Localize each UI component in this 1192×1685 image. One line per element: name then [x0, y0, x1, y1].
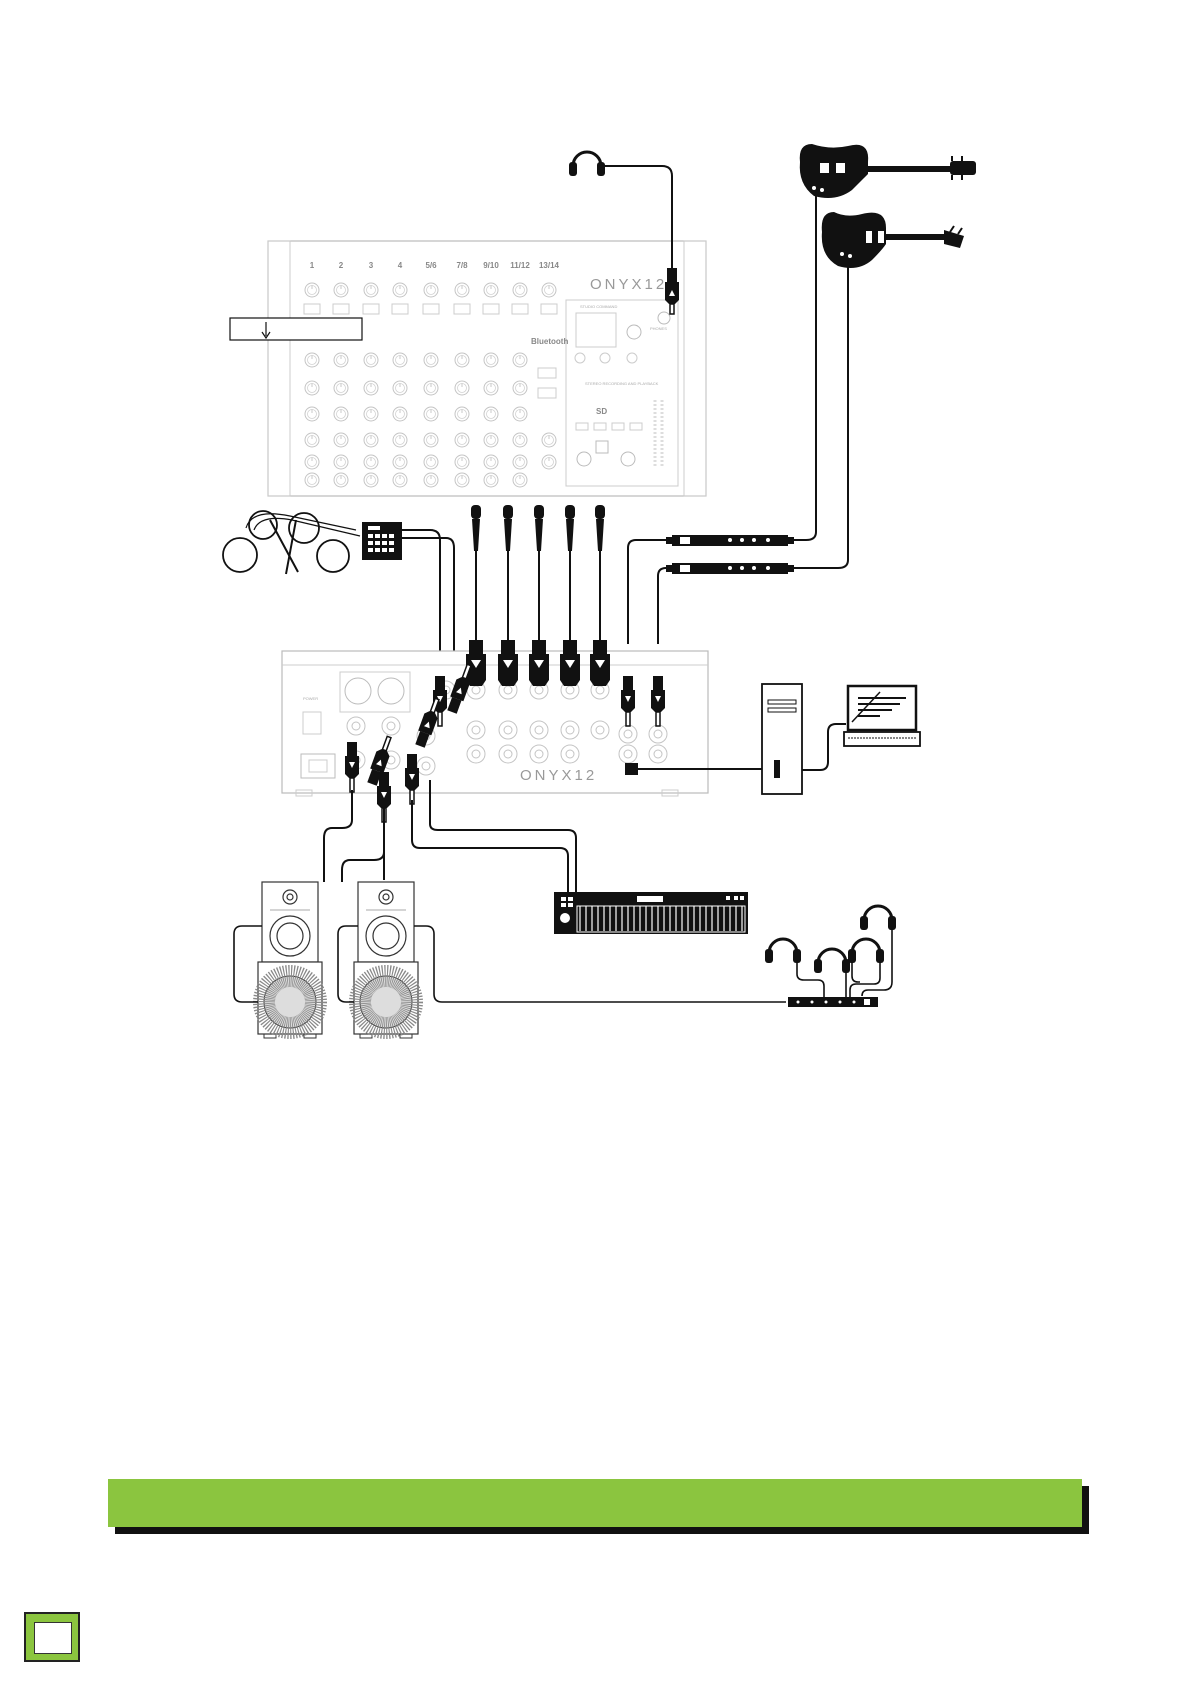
- guitar-cable-2: [788, 258, 848, 568]
- headphones-icon: [569, 152, 605, 176]
- headphones-icon: [848, 939, 884, 963]
- headphones-icon: [860, 906, 896, 930]
- laptop-cable: [802, 724, 846, 770]
- studio-monitor-icon: [358, 882, 414, 962]
- usb-port: [625, 763, 638, 775]
- phones-amp-cable: [414, 926, 786, 1002]
- electric-guitar-icon: [795, 144, 976, 198]
- subwoofer-icon: [258, 962, 322, 1038]
- xlr-plug: [498, 640, 518, 686]
- channel-label: 7/8: [456, 261, 468, 270]
- effects-processor-icon: [666, 535, 794, 546]
- keyboard-cable-2: [430, 780, 576, 892]
- studio-monitor-icon: [262, 882, 318, 962]
- keyboard-cable-1: [412, 800, 568, 892]
- xlr-plug: [590, 640, 610, 686]
- fx-cable-2: [658, 568, 672, 644]
- channel-label: 2: [339, 261, 344, 270]
- channel-label: 11/12: [510, 261, 530, 270]
- microphone-icon: [503, 505, 513, 551]
- jack-plug: [405, 754, 419, 804]
- drum-kit-icon: [223, 511, 360, 574]
- mixer-top-panel: 1 2 3 4 5/6 7/8 9/10 11/12 13/14 ONYX12 …: [230, 241, 706, 496]
- xlr-plug: [466, 640, 486, 686]
- xlr-plug: [529, 640, 549, 686]
- fx-cable-1: [628, 540, 672, 644]
- channel-label: 9/10: [483, 261, 499, 270]
- keyboard-synth-icon: [554, 892, 748, 934]
- guitar-cable-1: [788, 190, 816, 540]
- effects-processor-icon: [666, 563, 794, 574]
- mixer-logo-rear: ONYX12: [520, 767, 597, 784]
- sd-label: SD: [596, 407, 607, 416]
- laptop-icon: [844, 686, 920, 746]
- microphone-icon: [534, 505, 544, 551]
- computer-tower-icon: [762, 684, 802, 794]
- bass-guitar-icon: [822, 212, 964, 268]
- channel-label: 3: [369, 261, 374, 270]
- microphone-icon: [565, 505, 575, 551]
- power-label: POWER: [303, 696, 318, 701]
- headphone-amp-icon: [788, 997, 878, 1007]
- page-number: [34, 1622, 72, 1654]
- channel-label: 1: [310, 261, 315, 270]
- subwoofer-icon: [354, 962, 418, 1038]
- microphone-icon: [595, 505, 605, 551]
- section-banner: [108, 1479, 1082, 1527]
- monitor-cable-left: [324, 790, 352, 882]
- mic-cables: [476, 551, 600, 640]
- channel-label: 5/6: [425, 261, 437, 270]
- headphones-icon: [814, 949, 850, 973]
- recording-label: STEREO RECORDING AND PLAYBACK: [585, 381, 659, 386]
- xlr-plug: [560, 640, 580, 686]
- headphones-icon: [765, 939, 801, 963]
- channel-label: 4: [398, 261, 403, 270]
- bluetooth-label: Bluetooth: [531, 337, 568, 346]
- studio-command-label: STUDIO COMMAND: [580, 304, 617, 309]
- input-callout: [230, 318, 362, 340]
- phones-label: PHONES: [650, 326, 667, 331]
- channel-label: 13/14: [539, 261, 560, 270]
- mixer-logo: ONYX12: [590, 276, 667, 293]
- microphone-icon: [471, 505, 481, 551]
- drum-machine-icon: [362, 522, 402, 560]
- page-number-box: [24, 1612, 80, 1662]
